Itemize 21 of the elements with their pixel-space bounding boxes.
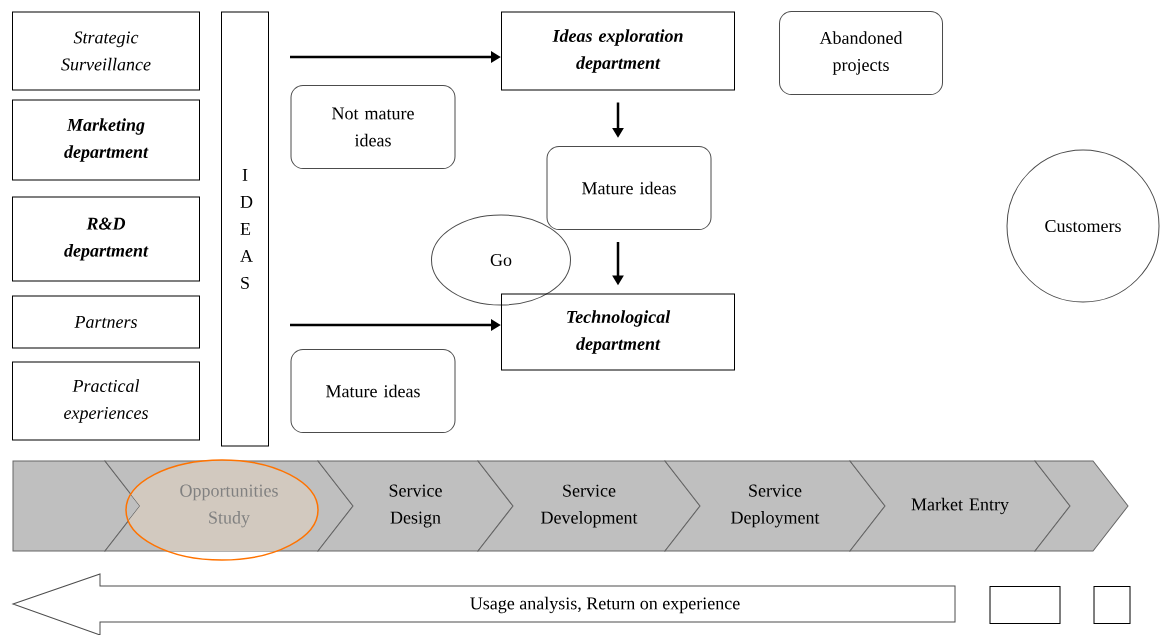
rounded-box: Mature ideas [546, 146, 712, 230]
department-box: Ideas exploration department [501, 11, 735, 91]
department-box: Technological department [501, 293, 735, 371]
chevron-step: Opportunities Study [104, 459, 354, 561]
source-box: Practical experiences [12, 361, 200, 441]
rounded-box: Abandoned projects [779, 11, 943, 95]
chevron-step: Service Deployment [664, 460, 886, 552]
empty-box [989, 586, 1061, 624]
ideas-bar: I D E A S [221, 11, 269, 447]
chevron-step: Service Design [317, 460, 514, 552]
rounded-box: Mature ideas [290, 349, 456, 433]
source-box: R&D department [12, 196, 200, 282]
chevron-step [1034, 460, 1129, 552]
chevron-step: Service Development [477, 460, 701, 552]
source-box: Partners [12, 295, 200, 349]
source-box: Strategic Surveillance [12, 11, 200, 91]
chevron-step: Market Entry [849, 460, 1071, 552]
source-box: Marketing department [12, 99, 200, 181]
empty-box [1093, 586, 1131, 624]
chevron-step [12, 460, 141, 552]
rounded-box: Not mature ideas [290, 85, 456, 169]
